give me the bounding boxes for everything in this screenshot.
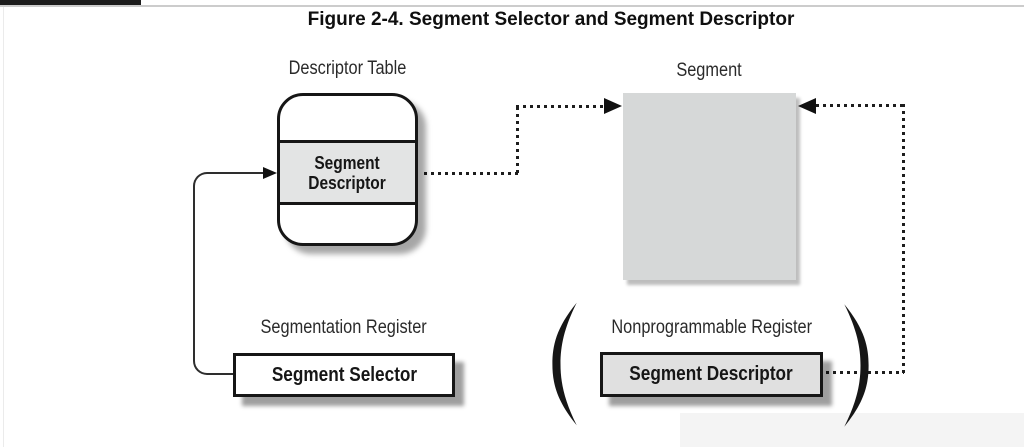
segment-selector-box-text: Segment Selector: [271, 363, 417, 386]
segment-descriptor-row-line1: Segment: [314, 152, 381, 173]
top-horizontal-rule: [0, 5, 1024, 7]
dotted-connector-segment-left-vertical: [516, 107, 519, 175]
bottom-right-band: [680, 413, 1024, 447]
segmentation-register-label-text: Segmentation Register: [260, 317, 428, 338]
arrowhead-right-icon: [263, 167, 277, 179]
descriptor-table-label: Descriptor Table: [257, 58, 437, 80]
segmentation-register-label: Segmentation Register: [224, 317, 464, 339]
arrowhead-left-icon: [798, 98, 816, 114]
top-edge-bar: [0, 0, 141, 5]
segment-selector-box: Segment Selector: [233, 353, 455, 397]
segment-label-text: Segment: [676, 60, 742, 81]
segment-descriptor-row: Segment Descriptor: [280, 140, 415, 205]
segment-descriptor-register-box: Segment Descriptor: [600, 352, 823, 397]
segment-label: Segment: [619, 60, 799, 82]
dotted-connector-segment-left: [424, 172, 519, 175]
segment-descriptor-row-text: Segment Descriptor: [309, 153, 386, 193]
segment-box: [623, 93, 796, 280]
right-parenthesis-icon: [838, 297, 874, 439]
dotted-connector-segment-left-top: [516, 105, 606, 108]
left-edge-rule: [3, 7, 4, 447]
nonprogrammable-register-label: Nonprogrammable Register: [592, 317, 832, 339]
segment-descriptor-register-box-text: Segment Descriptor: [629, 363, 794, 385]
dotted-connector-register-vertical: [902, 104, 905, 374]
descriptor-table-empty-row-top: [280, 96, 415, 140]
segment-descriptor-row-line2: Descriptor: [308, 172, 387, 193]
solid-connector-line: [193, 172, 269, 375]
left-parenthesis-icon: [547, 296, 583, 437]
descriptor-table: Segment Descriptor: [277, 93, 418, 246]
nonprogrammable-register-label-text: Nonprogrammable Register: [611, 317, 813, 338]
descriptor-table-label-text: Descriptor Table: [288, 58, 406, 79]
dotted-connector-segment-right-top: [816, 104, 904, 107]
arrowhead-right-icon: [604, 98, 622, 114]
figure-title: Figure 2-4. Segment Selector and Segment…: [307, 9, 795, 30]
descriptor-table-empty-row-bottom: [280, 205, 415, 243]
